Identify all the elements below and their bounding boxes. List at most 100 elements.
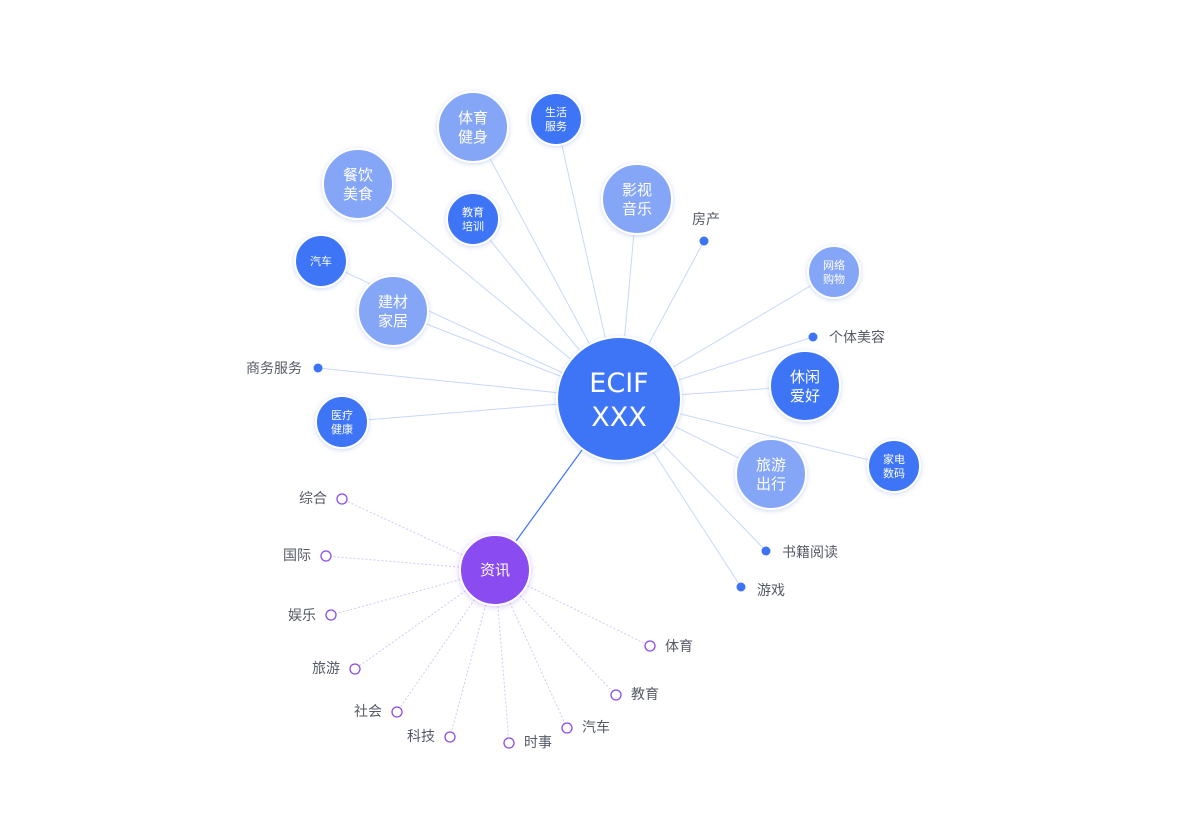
category-label: 教育 xyxy=(462,205,484,219)
news-leaf-dot xyxy=(610,689,622,701)
category-bubble xyxy=(735,438,807,510)
news-leaf-item[interactable]: 国际 xyxy=(283,548,332,564)
leaf-label: 房产 xyxy=(692,212,720,228)
category-label: 生活 xyxy=(545,105,567,119)
news-leaf-dot xyxy=(325,609,337,621)
news-leaf-label: 旅游 xyxy=(312,661,340,677)
leaf-label: 商务服务 xyxy=(246,361,302,377)
category-bubble xyxy=(867,439,921,493)
category-label: 休闲 xyxy=(790,368,820,386)
news-leaf-label: 娱乐 xyxy=(288,608,316,624)
category-bubble xyxy=(446,192,500,246)
news-leaf-label: 教育 xyxy=(631,687,659,703)
category-label: 体育 xyxy=(458,109,488,127)
center-bubble xyxy=(556,336,682,462)
category-label: 家居 xyxy=(378,312,408,330)
news-leaf-label: 综合 xyxy=(299,491,327,507)
leaf-dot xyxy=(761,546,771,556)
news-leaf-label: 汽车 xyxy=(582,719,610,736)
category-label: 出行 xyxy=(756,475,786,493)
news-leaf-label: 社会 xyxy=(354,704,382,720)
category-bubble xyxy=(437,91,509,163)
category-label: 旅游 xyxy=(756,456,786,474)
center-leaf-item[interactable]: 商务服务 xyxy=(246,361,323,377)
leaf-label: 个体美容 xyxy=(829,329,885,346)
news-leaf-item[interactable]: 科技 xyxy=(407,729,456,745)
news-leaf-item[interactable]: 汽车 xyxy=(561,719,610,736)
category-label: 影视 xyxy=(622,181,652,199)
category-label: 健身 xyxy=(458,128,488,146)
leaf-label: 书籍阅读 xyxy=(782,544,838,561)
news-label: 资讯 xyxy=(480,561,510,579)
category-bubble xyxy=(294,234,348,288)
category-label: 音乐 xyxy=(622,200,652,218)
category-label: 美食 xyxy=(343,185,373,203)
category-label: 数码 xyxy=(883,467,905,480)
center-leaf-item[interactable]: 房产 xyxy=(692,212,720,246)
news-leaf-item[interactable]: 娱乐 xyxy=(288,608,337,624)
category-bubble xyxy=(769,350,841,422)
center-leaf-item[interactable]: 书籍阅读 xyxy=(761,544,839,561)
center-leaf-item[interactable]: 游戏 xyxy=(736,582,786,600)
category-label: 医疗 xyxy=(331,408,353,422)
news-node[interactable]: 资讯 xyxy=(459,534,531,606)
news-leaf-dot xyxy=(561,722,573,734)
news-leaf-item[interactable]: 综合 xyxy=(299,491,348,507)
news-leaf-dot xyxy=(503,737,515,749)
news-leaf-label: 时事 xyxy=(524,735,552,751)
category-label: 服务 xyxy=(545,120,567,133)
news-leaf-label: 体育 xyxy=(665,639,693,655)
news-leaf-label: 国际 xyxy=(283,548,311,564)
category-label: 培训 xyxy=(462,219,484,233)
center-leaf-item[interactable]: 个体美容 xyxy=(808,329,886,346)
leaf-dot xyxy=(699,236,709,246)
category-label: 爱好 xyxy=(790,387,820,405)
news-leaf-item[interactable]: 时事 xyxy=(503,735,552,751)
category-label: 汽车 xyxy=(310,254,332,268)
category-bubble xyxy=(357,275,429,347)
news-leaf-dot xyxy=(336,493,348,505)
category-bubble xyxy=(807,245,861,299)
news-leaf-dot xyxy=(391,706,403,718)
news-bubble xyxy=(459,534,531,606)
category-label: 建材 xyxy=(378,293,408,311)
news-leaf-item[interactable]: 旅游 xyxy=(312,661,361,677)
category-label: 购物 xyxy=(823,272,845,286)
leaf-dot xyxy=(736,582,746,592)
category-bubble xyxy=(322,148,394,220)
news-leaf-item[interactable]: 体育 xyxy=(644,639,693,655)
news-leaf-label: 科技 xyxy=(407,729,435,745)
news-leaf-dot xyxy=(349,663,361,675)
category-node-car[interactable]: 汽车 xyxy=(294,234,348,288)
category-bubble xyxy=(601,163,673,235)
category-bubble xyxy=(315,395,369,449)
news-leaf-dot xyxy=(320,550,332,562)
leaf-label: 游戏 xyxy=(757,583,785,599)
news-leaf-dot xyxy=(444,731,456,743)
center-label: XXX xyxy=(591,402,647,433)
leaf-dot xyxy=(808,332,818,342)
category-label: 健康 xyxy=(331,422,353,436)
center-label: ECIF xyxy=(589,368,648,399)
category-label: 网络 xyxy=(823,258,845,272)
category-label: 餐饮 xyxy=(343,166,373,184)
news-leaf-dot xyxy=(644,640,656,652)
news-leaf-item[interactable]: 社会 xyxy=(354,704,403,720)
category-label: 家电 xyxy=(883,452,905,466)
news-leaf-item[interactable]: 教育 xyxy=(610,687,659,703)
category-bubble xyxy=(529,92,583,146)
